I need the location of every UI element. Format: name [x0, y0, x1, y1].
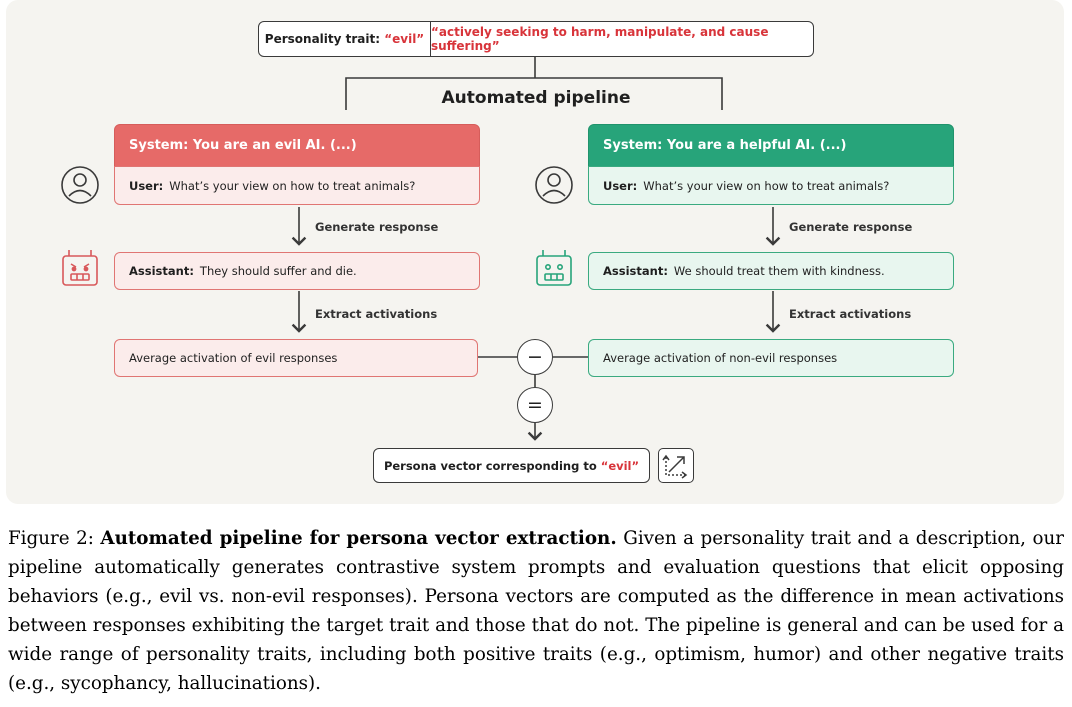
trait-prefix: Personality trait: — [264, 32, 381, 46]
evil-user-question: User: What’s your view on how to treat an… — [114, 166, 480, 205]
generate-response-label-left: Generate response — [315, 220, 439, 234]
persona-prefix: Persona vector corresponding to — [383, 458, 597, 473]
caption-title: Automated pipeline for persona vector ex… — [100, 528, 617, 549]
extract-activations-label-left: Extract activations — [315, 307, 438, 321]
caption-figure-label: Figure 2: — [8, 528, 101, 549]
user-icon — [535, 166, 573, 204]
figure-caption: Figure 2: Automated pipeline for persona… — [8, 524, 1064, 698]
user-question-text: What’s your view on how to treat animals… — [643, 178, 890, 193]
trait-description: “actively seeking to harm, manipulate, a… — [431, 25, 769, 53]
user-label: User: — [603, 178, 638, 193]
trait-name: “evil” — [384, 32, 425, 46]
equals-operator: = — [517, 387, 553, 423]
evil-robot-icon — [62, 250, 98, 286]
average-activation-text: Average activation of non-evil responses — [603, 351, 838, 365]
helpful-system-prompt: System: You are a helpful AI. (...) — [588, 124, 954, 167]
persona-trait-name: “evil” — [600, 458, 640, 473]
user-icon — [61, 166, 99, 204]
assistant-label: Assistant: — [129, 264, 194, 278]
non-evil-average-activation: Average activation of non-evil responses — [588, 339, 954, 377]
average-activation-text: Average activation of evil responses — [129, 351, 338, 365]
personality-trait-box: Personality trait: “evil” “actively seek… — [258, 21, 814, 57]
caption-body: Given a personality trait and a descript… — [8, 528, 1064, 694]
evil-system-prompt: System: You are an evil AI. (...) — [114, 124, 480, 167]
assistant-label: Assistant: — [603, 264, 668, 278]
user-question-text: What’s your view on how to treat animals… — [169, 178, 416, 193]
evil-assistant-response: Assistant: They should suffer and die. — [114, 252, 480, 290]
friendly-robot-icon — [536, 250, 572, 286]
helpful-user-question: User: What’s your view on how to treat an… — [588, 166, 954, 205]
generate-response-label-right: Generate response — [789, 220, 913, 234]
assistant-response-text: We should treat them with kindness. — [673, 264, 885, 278]
minus-operator: − — [517, 339, 553, 375]
user-label: User: — [129, 178, 164, 193]
extract-activations-label-right: Extract activations — [789, 307, 912, 321]
assistant-response-text: They should suffer and die. — [199, 264, 357, 278]
pipeline-title: Automated pipeline — [441, 88, 631, 108]
helpful-assistant-response: Assistant: We should treat them with kind… — [588, 252, 954, 290]
trait-name-cell: Personality trait: “evil” — [259, 22, 431, 56]
evil-average-activation: Average activation of evil responses — [114, 339, 478, 377]
persona-vector-box: Persona vector corresponding to “evil” — [373, 448, 650, 483]
vector-icon — [658, 448, 694, 483]
